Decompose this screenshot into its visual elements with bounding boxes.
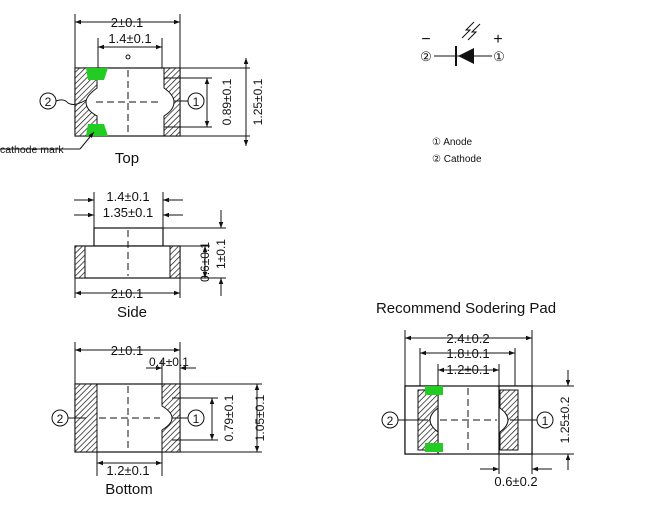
- top-cathode-mark-upper: [86, 68, 108, 80]
- bottom-gap-dim: 1.2±0.1: [106, 463, 149, 478]
- pad-mid-dim: 1.8±0.1: [446, 346, 489, 361]
- pad-pin-1-label: 1: [542, 414, 549, 428]
- top-width-dim: 2±0.1: [111, 15, 143, 30]
- side-caption: Side: [117, 304, 147, 321]
- side-top-dim-1: 1.4±0.1: [106, 189, 149, 204]
- diode-schematic: − + ② ① ① Anode ② Cathode: [420, 21, 505, 165]
- pad-inner-dim: 1.2±0.1: [446, 362, 489, 377]
- bottom-right-pad: [161, 383, 181, 453]
- schematic-plus: +: [493, 31, 502, 48]
- emission-arrow-1: [461, 21, 475, 39]
- side-base: [74, 245, 181, 279]
- bottom-pad-width-dim: 0.4±0.1: [149, 355, 189, 369]
- bottom-caption: Bottom: [105, 481, 153, 498]
- top-right-pad: [163, 67, 181, 137]
- top-view: 2±0.1 1.4±0.1 2 1 0.89±0.1 1.25±0.1: [0, 14, 265, 167]
- bottom-pad-height-dim: 0.79±0.1: [222, 394, 236, 441]
- top-pin-1-label: 1: [193, 95, 200, 109]
- top-left-pad: [74, 67, 98, 137]
- legend-cathode: ② Cathode: [432, 154, 482, 165]
- side-width-dim: 2±0.1: [111, 286, 143, 301]
- side-top-dim-2: 1.35±0.1: [103, 205, 154, 220]
- pad-outer-dim: 2.4±0.2: [446, 331, 489, 346]
- bottom-pin-2-label: 2: [57, 412, 64, 426]
- bottom-height-dim: 1.05±0.1: [253, 394, 267, 441]
- top-pin-2-label: 2: [45, 95, 52, 109]
- top-pad-height-dim: 0.89±0.1: [220, 78, 234, 125]
- top-height-dim: 1.25±0.1: [251, 78, 265, 125]
- schematic-pin-1: ①: [493, 49, 505, 64]
- schematic-pin-2: ②: [420, 49, 432, 64]
- top-caption: Top: [115, 150, 139, 167]
- bottom-pin-1-label: 1: [193, 412, 200, 426]
- pad-height-dim: 1.25±0.2: [558, 396, 572, 443]
- pad-title: Recommend Sodering Pad: [376, 300, 556, 317]
- pad-cathode-mark-lower: [425, 443, 443, 452]
- schematic-minus: −: [421, 31, 430, 48]
- legend-anode: ① Anode: [432, 137, 473, 148]
- side-height-dim-2: 1±0.1: [214, 239, 228, 269]
- side-view: 1.4±0.1 1.35±0.1 2±0.1 0.6±0.1 1±0.1 Sid…: [74, 189, 228, 321]
- diode-symbol: [458, 48, 474, 64]
- side-height-dim-1: 0.6±0.1: [198, 242, 212, 282]
- top-inner-dim: 1.4±0.1: [108, 31, 151, 46]
- bottom-view: 2±0.1 0.4±0.1 2 1 1.2±0.1 0.79±0.1 1.05±…: [51, 342, 267, 498]
- bottom-width-dim: 2±0.1: [111, 343, 143, 358]
- pad-width-dim: 0.6±0.2: [494, 474, 537, 489]
- pad-cathode-mark-upper: [425, 386, 443, 395]
- soldering-pad-view: Recommend Sodering Pad 2.4±0.2 1.8±0.1 1…: [376, 300, 574, 489]
- cathode-mark-label: cathode mark: [0, 144, 64, 156]
- pad-pin-2-label: 2: [387, 414, 394, 428]
